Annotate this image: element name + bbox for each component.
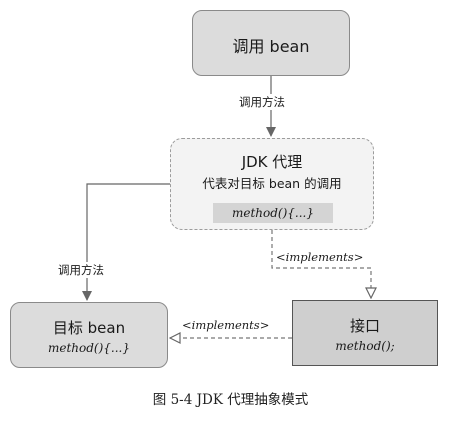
interface-node: 接口 method();: [292, 300, 438, 366]
interface-title: 接口: [349, 317, 380, 335]
edge-label-proxy-to-target: 调用方法: [58, 262, 104, 278]
jdk-proxy-title: JDK 代理: [241, 153, 303, 171]
edge-proxy-to-target: [82, 183, 170, 301]
caller-bean-node: 调用 bean: [192, 10, 350, 76]
figure-caption: 图 5-4 JDK 代理抽象模式: [152, 392, 309, 408]
caller-bean-title: 调用 bean: [232, 37, 310, 56]
edge-label-proxy-implements: <implements>: [276, 250, 364, 264]
jdk-proxy-node: JDK 代理 代表对目标 bean 的调用 method(){...}: [170, 138, 374, 230]
interface-method: method();: [335, 339, 395, 353]
jdk-proxy-subtitle: 代表对目标 bean 的调用: [202, 176, 342, 191]
edge-label-target-implements: <implements>: [182, 318, 270, 332]
jdk-proxy-method: method(){...}: [213, 203, 333, 223]
edge-proxy-implements-interface: [271, 230, 371, 298]
target-bean-method: method(){...}: [47, 341, 130, 355]
target-bean-title: 目标 bean: [52, 319, 126, 337]
target-bean-node: 目标 bean method(){...}: [10, 302, 168, 368]
edge-label-caller-to-proxy: 调用方法: [239, 94, 285, 110]
